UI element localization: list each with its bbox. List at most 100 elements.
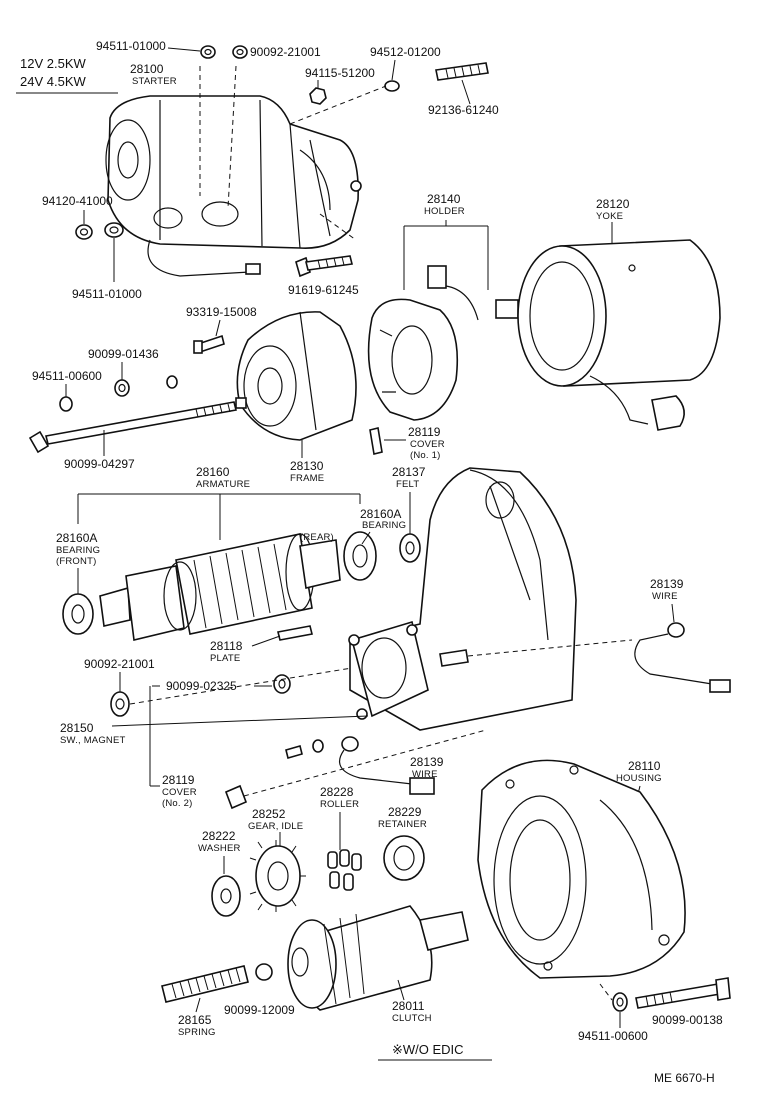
drive-housing bbox=[477, 759, 686, 979]
label-28160A-front: 28160A bbox=[56, 531, 97, 545]
cover-no2 bbox=[224, 784, 248, 810]
yoke bbox=[517, 239, 721, 431]
starter-assembly bbox=[105, 95, 362, 277]
leader bbox=[467, 639, 633, 657]
armature bbox=[99, 533, 341, 641]
label-90099-01436: 90099-01436 bbox=[88, 347, 159, 361]
label-cover-no1-sub: (No. 1) bbox=[410, 450, 440, 461]
label-housing: HOUSING bbox=[616, 773, 662, 784]
nut-94511-01000-top bbox=[200, 45, 216, 59]
leader bbox=[111, 715, 369, 727]
label-90099-00138: 90099-00138 bbox=[652, 1013, 723, 1027]
label-90099-12009: 90099-12009 bbox=[224, 1003, 295, 1017]
leader bbox=[195, 997, 201, 1013]
label-28252: 28252 bbox=[252, 807, 286, 821]
label-28160: 28160 bbox=[196, 465, 230, 479]
label-wire-mid: WIRE bbox=[412, 769, 438, 780]
label-28139-mid: 28139 bbox=[410, 755, 444, 769]
leader bbox=[251, 635, 281, 647]
label-sw-magnet: SW., MAGNET bbox=[60, 735, 126, 746]
label-armature: ARMATURE bbox=[196, 479, 250, 490]
small-bolts-mid bbox=[285, 739, 324, 759]
commutator-end-frame bbox=[235, 311, 357, 441]
label-90092-21001-mid: 90092-21001 bbox=[84, 657, 155, 671]
label-cover-no1: COVER bbox=[410, 439, 445, 450]
washer-28222 bbox=[211, 875, 241, 917]
clutch bbox=[287, 905, 469, 1011]
leader bbox=[599, 983, 613, 1001]
bolt-91619-61245 bbox=[295, 255, 353, 278]
leader bbox=[461, 79, 471, 105]
washer-94511-00600-bottom bbox=[612, 992, 628, 1012]
felt bbox=[399, 533, 421, 563]
nut-90092-21001-top bbox=[232, 45, 248, 59]
label-94120-41000: 94120-41000 bbox=[42, 194, 113, 208]
leader bbox=[167, 47, 201, 52]
rollers bbox=[327, 849, 362, 891]
washer-90099-02325 bbox=[273, 674, 291, 694]
label-starter: STARTER bbox=[132, 76, 177, 87]
label-frame: FRAME bbox=[290, 473, 324, 484]
bearing-rear bbox=[343, 531, 377, 581]
washer-90099-01436 bbox=[114, 379, 130, 397]
washer-94512-01200 bbox=[384, 80, 400, 92]
label-wire-top: WIRE bbox=[652, 591, 678, 602]
label-28160A-rear: 28160A bbox=[360, 507, 401, 521]
label-cover-no2-sub: (No. 2) bbox=[162, 798, 192, 809]
label-felt: FELT bbox=[396, 479, 419, 490]
label-94511-00600-left: 94511-00600 bbox=[32, 369, 102, 383]
label-bearing-rear: BEARING bbox=[362, 520, 406, 531]
label-28150: 28150 bbox=[60, 721, 94, 735]
bearing-front bbox=[62, 593, 94, 635]
label-28228: 28228 bbox=[320, 785, 354, 799]
bracket bbox=[403, 220, 489, 290]
label-plate: PLATE bbox=[210, 653, 240, 664]
nut-94115-51200 bbox=[309, 87, 327, 105]
leader bbox=[129, 667, 353, 705]
label-94511-01000-top: 94511-01000 bbox=[96, 39, 166, 53]
washer-small bbox=[166, 375, 178, 389]
idle-gear bbox=[249, 840, 306, 912]
stud-92136-61240 bbox=[435, 62, 489, 81]
wire-28139-mid bbox=[339, 736, 435, 795]
label-94115-51200: 94115-51200 bbox=[305, 66, 375, 80]
leader bbox=[215, 319, 221, 337]
leader bbox=[397, 979, 405, 1001]
leader bbox=[361, 531, 371, 545]
label-roller: ROLLER bbox=[320, 799, 359, 810]
nut-94120-41000 bbox=[75, 224, 93, 240]
label-93319-15008: 93319-15008 bbox=[186, 305, 257, 319]
leader bbox=[243, 729, 487, 797]
label-90099-02325: 90099-02325 bbox=[166, 679, 237, 693]
label-bearing-front-sub: (FRONT) bbox=[56, 556, 96, 567]
leader bbox=[319, 213, 357, 241]
label-yoke: YOKE bbox=[596, 211, 623, 222]
label-28165: 28165 bbox=[178, 1013, 212, 1027]
label-bearing-rear-sub: (REAR) bbox=[300, 532, 334, 543]
rating-12v: 12V 2.5KW bbox=[20, 56, 86, 71]
retainer bbox=[383, 835, 425, 881]
spring-28165 bbox=[161, 965, 249, 1003]
leader bbox=[227, 65, 237, 209]
label-gear-idle: GEAR, IDLE bbox=[248, 821, 303, 832]
label-28222: 28222 bbox=[202, 829, 236, 843]
diagram-code: ME 6670-H bbox=[654, 1071, 715, 1085]
label-retainer: RETAINER bbox=[378, 819, 427, 830]
washer-94511-00600-left bbox=[59, 396, 73, 412]
label-28137: 28137 bbox=[392, 465, 426, 479]
washer-94511-01000-mid bbox=[104, 222, 124, 238]
label-bearing-front: BEARING bbox=[56, 545, 100, 556]
label-28130: 28130 bbox=[290, 459, 324, 473]
bolt-90099-00138 bbox=[635, 977, 731, 1009]
magnet-switch bbox=[348, 467, 577, 731]
rating-24v: 24V 4.5KW bbox=[20, 74, 86, 89]
label-28118: 28118 bbox=[210, 639, 243, 653]
screw-93319-15008 bbox=[193, 334, 225, 354]
label-94511-01000-mid: 94511-01000 bbox=[72, 287, 142, 301]
ball-90099-12009 bbox=[255, 963, 273, 981]
leader bbox=[391, 59, 396, 81]
leader bbox=[289, 85, 387, 125]
label-94512-01200: 94512-01200 bbox=[370, 45, 441, 59]
